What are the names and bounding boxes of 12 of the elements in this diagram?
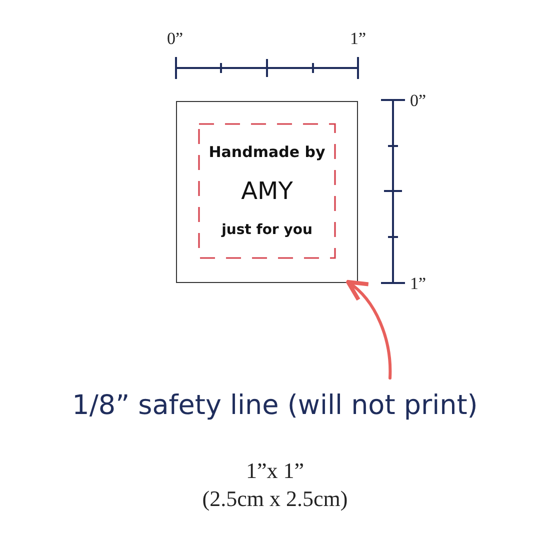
label-text: just for you bbox=[222, 222, 312, 238]
dimension-text: (2.5cm x 2.5cm) bbox=[202, 486, 348, 511]
ruler-label: 1” bbox=[410, 274, 426, 293]
label-square bbox=[176, 101, 358, 283]
ruler-label: 0” bbox=[410, 91, 426, 110]
callout-text: 1/8” safety line (will not print) bbox=[72, 390, 478, 421]
name-text: AMY bbox=[241, 178, 293, 205]
ruler-label: 1” bbox=[350, 29, 366, 48]
dimension-text: 1”x 1” bbox=[246, 458, 304, 483]
arrow bbox=[346, 280, 392, 380]
ruler-label: 0” bbox=[167, 29, 184, 48]
label-text: Handmade by bbox=[208, 144, 326, 160]
